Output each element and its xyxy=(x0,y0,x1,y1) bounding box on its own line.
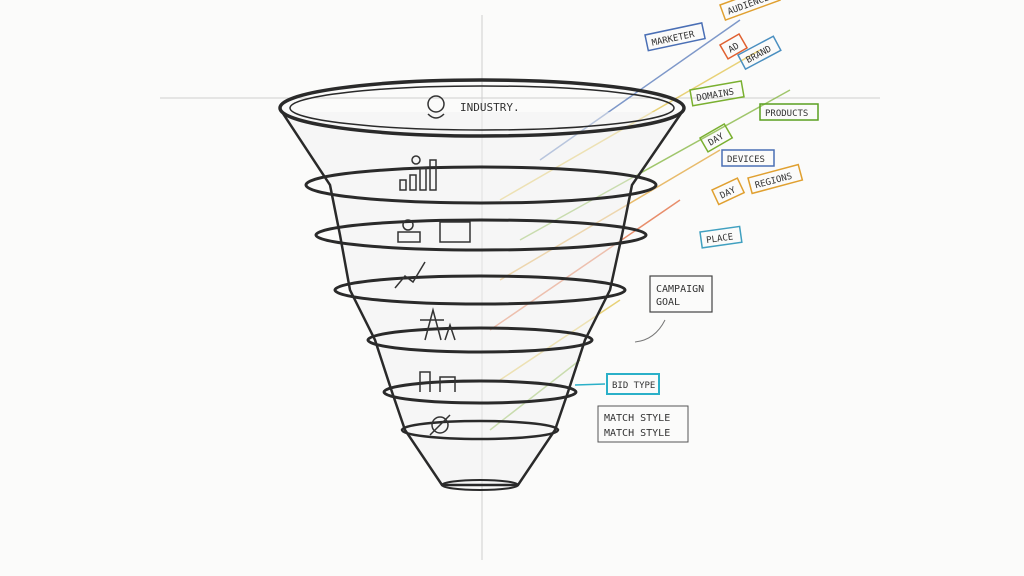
tag-label: PRODUCTS xyxy=(765,109,808,119)
tag-box xyxy=(699,225,743,249)
match-style-annotation: MATCH STYLE MATCH STYLE xyxy=(597,405,689,443)
people-icon xyxy=(397,219,471,243)
funnel-rim xyxy=(278,78,686,138)
campaign-goal-line1: CAMPAIGN xyxy=(656,284,704,295)
growth-icon xyxy=(394,261,426,289)
campaign-goal-line2: GOAL xyxy=(656,297,680,308)
tag: PLACE xyxy=(699,225,743,249)
tag-label: AD xyxy=(727,41,741,55)
match-style-line2: MATCH STYLE xyxy=(604,428,670,439)
tag-label: DEVICES xyxy=(727,155,765,165)
tag-box xyxy=(689,80,745,107)
tag-label: AUDIENCE xyxy=(726,0,770,17)
tag: DOMAINS xyxy=(689,80,745,107)
factory-icon xyxy=(419,371,456,392)
tag-box xyxy=(736,35,782,71)
tag: BRAND xyxy=(736,35,782,71)
tag-box xyxy=(711,177,746,206)
tag-box xyxy=(718,32,749,60)
target-icon xyxy=(429,414,451,436)
tag: AUDIENCE xyxy=(719,0,781,21)
tag-box xyxy=(719,0,781,21)
tag: PRODUCTS xyxy=(759,103,819,121)
bar-chart-icon xyxy=(399,155,437,191)
tag-label: PLACE xyxy=(706,232,734,246)
tag: DAY xyxy=(711,177,746,206)
tag: MARKETER xyxy=(644,22,706,52)
tag: DEVICES xyxy=(721,149,775,167)
tag-box xyxy=(759,103,819,121)
tier-icons xyxy=(394,95,471,436)
bid-type-label: BID TYPE xyxy=(612,381,655,391)
tag-box xyxy=(644,22,706,52)
industry-icon xyxy=(427,95,445,119)
industry-label: INDUSTRY. xyxy=(460,101,520,114)
tag: REGIONS xyxy=(747,163,804,195)
tag-box xyxy=(747,163,804,195)
tag-label: DAY xyxy=(719,185,738,201)
match-style-line1: MATCH STYLE xyxy=(604,413,670,424)
tower-icon xyxy=(420,307,456,341)
tag-box xyxy=(721,149,775,167)
campaign-goal-annotation: CAMPAIGN GOAL xyxy=(634,275,713,343)
tag: AD xyxy=(718,32,749,60)
funnel-body xyxy=(278,78,686,491)
tag-box xyxy=(698,122,734,153)
bid-type-annotation: BID TYPE xyxy=(574,373,660,395)
